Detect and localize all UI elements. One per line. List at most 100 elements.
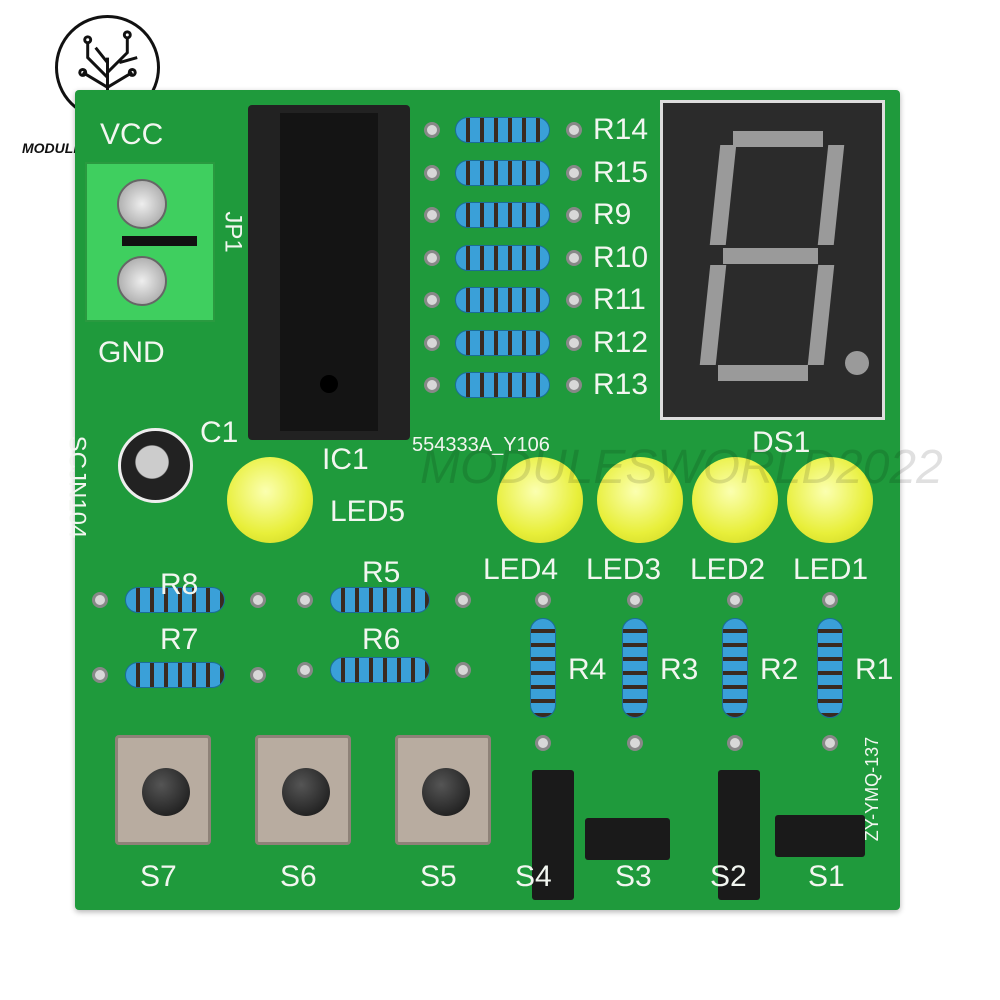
led [227, 457, 313, 543]
solder-pad [535, 735, 551, 751]
solder-pad [455, 662, 471, 678]
led [497, 457, 583, 543]
led-label: LED1 [793, 553, 869, 586]
resistor [455, 287, 550, 313]
resistor-label: R12 [593, 326, 649, 359]
resistor [455, 245, 550, 271]
solder-pad [566, 207, 582, 223]
solder-pad [727, 735, 743, 751]
jumper-switch[interactable] [585, 818, 670, 860]
led [787, 457, 873, 543]
resistor-label: R14 [593, 113, 649, 146]
resistor [455, 117, 550, 143]
button-label: S6 [280, 860, 317, 893]
solder-pad [535, 592, 551, 608]
solder-pad [92, 592, 108, 608]
solder-pad [424, 122, 440, 138]
solder-pad [822, 592, 838, 608]
resistor-label: R15 [593, 156, 649, 189]
solder-pad [627, 592, 643, 608]
button-cap[interactable] [282, 768, 330, 816]
resistor-label: R6 [362, 623, 401, 656]
solder-pad [727, 592, 743, 608]
screw-icon [117, 256, 167, 306]
solder-pad [424, 292, 440, 308]
solder-pad [455, 592, 471, 608]
switch-label: S1 [808, 860, 845, 893]
capacitor [118, 428, 193, 503]
resistor-label: R8 [160, 568, 199, 601]
led-label: LED5 [330, 495, 406, 528]
solder-pad [822, 735, 838, 751]
solder-pad [250, 592, 266, 608]
resistor [530, 618, 556, 718]
resistor [125, 587, 225, 613]
solder-pad [424, 335, 440, 351]
ic-socket [248, 105, 410, 440]
resistor [817, 618, 843, 718]
solder-pad [297, 662, 313, 678]
led-label: LED4 [483, 553, 559, 586]
solder-pad [566, 292, 582, 308]
resistor [455, 372, 550, 398]
solder-pad [566, 377, 582, 393]
led [692, 457, 778, 543]
resistor [622, 618, 648, 718]
resistor [455, 202, 550, 228]
switch-label: S3 [615, 860, 652, 893]
switch-label: S2 [710, 860, 747, 893]
resistor [125, 662, 225, 688]
resistor-label: R7 [160, 623, 199, 656]
ic-label: IC1 [322, 443, 369, 476]
resistor-label: R1 [855, 653, 894, 686]
solder-pad [424, 250, 440, 266]
circuit-tree-icon [78, 30, 138, 108]
solder-pad [92, 667, 108, 683]
button-cap[interactable] [422, 768, 470, 816]
solder-pad [297, 592, 313, 608]
jumper-switch[interactable] [532, 770, 574, 900]
button-label: S7 [140, 860, 177, 893]
solder-pad [250, 667, 266, 683]
resistor [722, 618, 748, 718]
vcc-label: VCC [100, 118, 164, 151]
part-number: 554333A_Y106 [412, 434, 550, 456]
switch-label: S4 [515, 860, 552, 893]
resistor [455, 330, 550, 356]
button-label: S5 [420, 860, 457, 893]
push-button[interactable] [395, 735, 491, 845]
watermark: MODULESWORLD2022 [420, 441, 943, 494]
solder-pad [627, 735, 643, 751]
ic-chip [280, 113, 378, 431]
resistor-label: R11 [593, 283, 646, 316]
ds1-label: DS1 [752, 426, 811, 459]
solder-pad [566, 250, 582, 266]
resistor [330, 657, 430, 683]
screw-terminal[interactable] [85, 162, 215, 322]
solder-pad [566, 335, 582, 351]
resistor-label: R9 [593, 198, 632, 231]
resistor-label: R2 [760, 653, 799, 686]
resistor-label: R3 [660, 653, 699, 686]
resistor [455, 160, 550, 186]
button-cap[interactable] [142, 768, 190, 816]
screw-icon [117, 179, 167, 229]
led-label: LED3 [586, 553, 662, 586]
resistor-label: R13 [593, 368, 649, 401]
resistor-label: R4 [568, 653, 607, 686]
jumper-switch[interactable] [718, 770, 760, 900]
jumper-switch[interactable] [775, 815, 865, 857]
push-button[interactable] [255, 735, 351, 845]
resistor-label: R5 [362, 556, 401, 589]
push-button[interactable] [115, 735, 211, 845]
solder-pad [566, 165, 582, 181]
gnd-label: GND [98, 336, 165, 369]
side-text: SCJN104 [63, 435, 91, 539]
jp1-label: JP1 [219, 211, 247, 253]
resistor-label: R10 [593, 241, 649, 274]
led [597, 457, 683, 543]
solder-pad [424, 377, 440, 393]
solder-pad [424, 165, 440, 181]
edge-text: ZY-YMQ-137 [862, 736, 883, 842]
led-label: LED2 [690, 553, 766, 586]
